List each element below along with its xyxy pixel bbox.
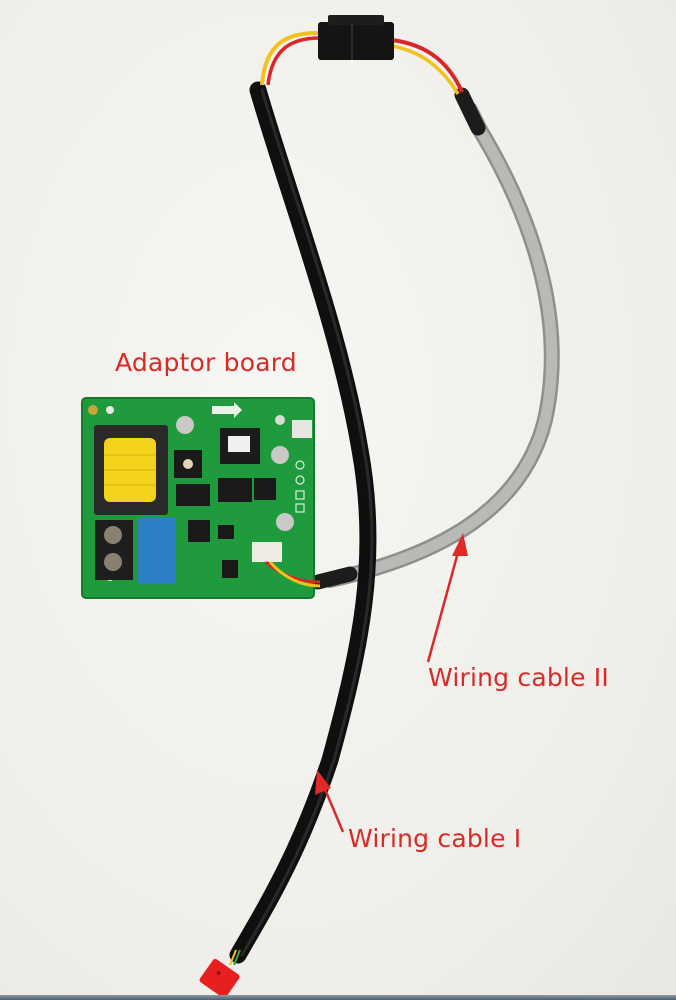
adaptor-board bbox=[81, 397, 321, 599]
red-connector bbox=[199, 949, 241, 995]
wiring-cable-i bbox=[229, 81, 377, 964]
wiring-cable-ii bbox=[310, 87, 560, 590]
annotation-arrow-cable-i bbox=[315, 770, 345, 833]
bottom-border bbox=[0, 995, 676, 1000]
inline-connector bbox=[260, 15, 464, 95]
wiring-cable-i-label: Wiring cable I bbox=[348, 824, 522, 853]
adaptor-board-label: Adaptor board bbox=[115, 348, 297, 377]
wiring-cable-ii-label: Wiring cable II bbox=[428, 663, 609, 692]
annotation-arrow-cable-ii bbox=[426, 533, 468, 663]
